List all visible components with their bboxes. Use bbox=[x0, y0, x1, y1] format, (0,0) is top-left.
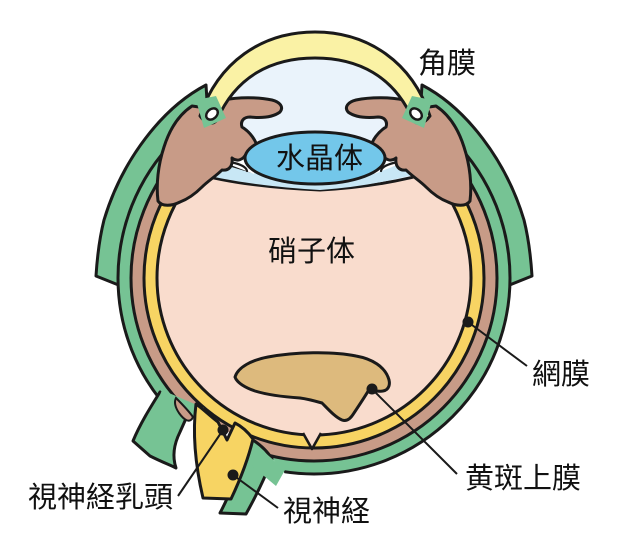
marker-dot-optic-nerve bbox=[227, 469, 239, 481]
posterior-chamber-band bbox=[192, 156, 436, 190]
label-retina: 網膜 bbox=[532, 358, 590, 391]
leader-retina bbox=[467, 321, 528, 367]
label-cornea: 角膜 bbox=[418, 47, 476, 80]
annotations: 角膜 水晶体 硝子体 網膜 黄斑上膜 視神経乳頭 視神経 bbox=[28, 47, 590, 528]
schlemm-canal-dot-left bbox=[204, 107, 220, 121]
label-optic-disc: 視神経乳頭 bbox=[28, 481, 173, 514]
leader-epiretinal-membrane bbox=[371, 388, 458, 475]
leader-optic-nerve bbox=[232, 474, 279, 509]
choroid-cut-tip bbox=[174, 396, 195, 422]
epiretinal-membrane-shape bbox=[233, 351, 391, 422]
label-optic-nerve: 視神経 bbox=[283, 495, 370, 528]
label-lens: 水晶体 bbox=[276, 142, 363, 175]
sheath-seam-patch bbox=[252, 450, 285, 486]
marker-dot-optic-disc bbox=[217, 424, 229, 436]
label-epiretinal-membrane: 黄斑上膜 bbox=[465, 462, 581, 495]
leader-optic-disc bbox=[177, 429, 224, 497]
label-vitreous: 硝子体 bbox=[268, 235, 355, 268]
marker-dot-retina bbox=[462, 316, 474, 328]
anterior-segment bbox=[155, 30, 473, 207]
fovea-notch bbox=[301, 432, 323, 451]
lens-shape bbox=[243, 130, 387, 186]
marker-dot-epiretinal-membrane bbox=[366, 383, 378, 395]
